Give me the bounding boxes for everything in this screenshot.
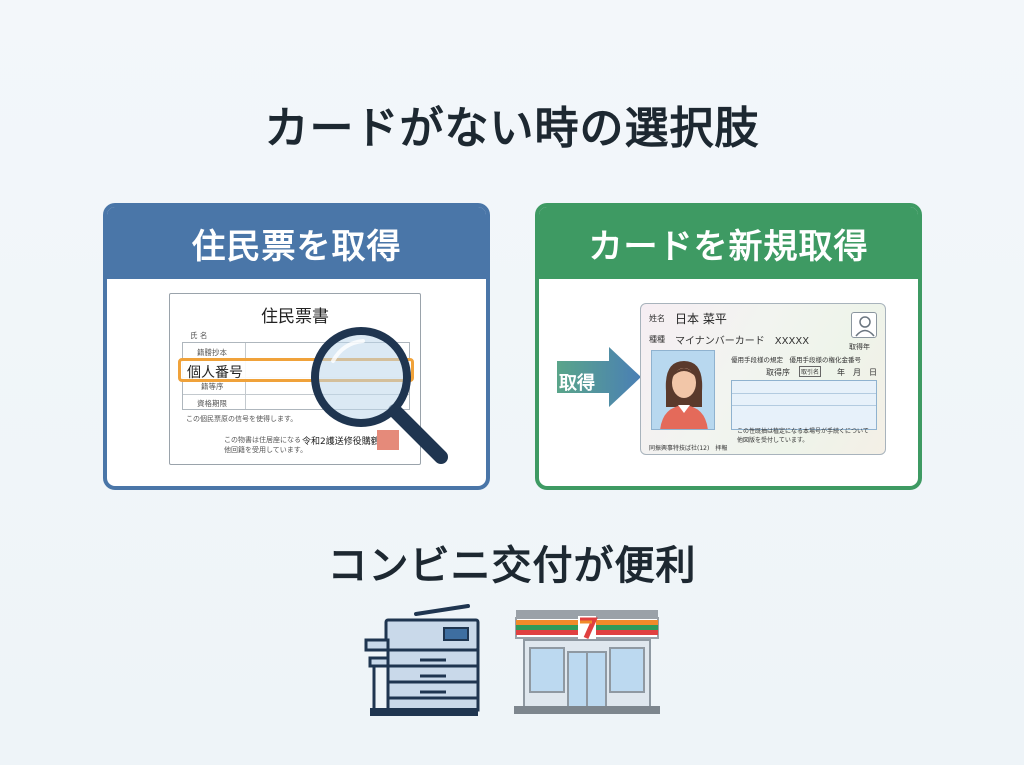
- panel-heading: カードを新規取得: [539, 207, 918, 279]
- card-type-label: 種種: [649, 335, 665, 344]
- card-line: 優用手段様の規定 優用手段様の権化金番号: [731, 356, 861, 364]
- subtitle: コンビニ交付が便利: [327, 543, 697, 589]
- person-icon: [851, 312, 877, 338]
- row-label: 籍謄抄本: [197, 348, 227, 357]
- my-number-card: 姓名 日本 菜平 種種 マイナンバーカード XXXXX 取得年 優用手段様の規定…: [640, 303, 886, 455]
- magnifier-icon: [311, 327, 448, 464]
- convenience-store-icon: [514, 610, 660, 714]
- card-name: 日本 菜平: [675, 312, 727, 326]
- arrow-right-icon: [557, 347, 641, 407]
- card-note: 他図版を受付しています。: [737, 437, 809, 444]
- stamp: [377, 430, 399, 450]
- card-name-label: 姓名: [649, 314, 665, 323]
- row-label: 籍等序: [201, 382, 224, 391]
- panel-get-resident-certificate: 住民票を取得 住民票書 氏 名 籍謄抄本 籍等序 資格期限 個人番号 この個民票…: [103, 203, 490, 490]
- document-note-bold: 令和2護送修役購鶴: [302, 437, 380, 447]
- card-type: マイナンバーカード XXXXX: [675, 336, 810, 347]
- document-note: この物書は住居座になる: [224, 436, 301, 444]
- card-photo: [651, 350, 715, 430]
- row-label: 資格期限: [197, 399, 227, 408]
- name-label: 氏 名: [190, 331, 208, 340]
- panel-new-card: カードを新規取得 取得 姓名 日本 菜平 種種 マイナンバーカード XXXXX …: [535, 203, 922, 490]
- card-year-label: 取得年: [849, 343, 870, 351]
- card-info-box: [731, 380, 877, 430]
- document-title: 住民票書: [261, 307, 329, 327]
- card-footer: 同振興事特技ば社(12) 拝報: [649, 445, 728, 452]
- panel-heading: 住民票を取得: [107, 207, 486, 279]
- card-date: 年 月 日: [837, 368, 877, 377]
- card-issuer: 取得序: [766, 368, 790, 377]
- highlight-label: 個人番号: [187, 365, 243, 381]
- card-note: この性既抽は植定になる本場号が手続くについて: [737, 428, 869, 435]
- document-note: 他回籍を受用しています。: [224, 446, 308, 454]
- document-note: この個民票原の信号を使得します。: [186, 415, 298, 423]
- arrow-label: 取得: [559, 373, 595, 394]
- card-badge: 取引名: [799, 366, 822, 377]
- printer-icon: [364, 604, 480, 716]
- page-title: カードがない時の選択肢: [264, 103, 760, 154]
